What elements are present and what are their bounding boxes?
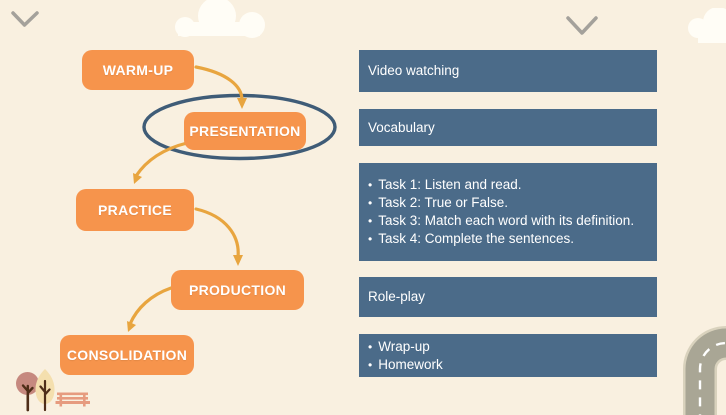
detail-box-tasks: • Task 1: Listen and read. • Task 2: True … bbox=[359, 163, 657, 261]
flow-arrowhead-1 bbox=[237, 98, 247, 109]
stage-practice: PRACTICE bbox=[76, 189, 194, 231]
detail-line: Video watching bbox=[368, 63, 460, 78]
task-1-text: Task 1: Listen and read. bbox=[378, 177, 522, 192]
task-2-text: Task 2: True or False. bbox=[378, 195, 509, 210]
detail-line: Vocabulary bbox=[368, 119, 435, 135]
cloud-icon bbox=[175, 0, 265, 38]
stage-presentation: PRESENTATION bbox=[184, 112, 306, 150]
detail-line: • Homework bbox=[368, 356, 651, 374]
stage-warm-up: WARM-UP bbox=[82, 50, 194, 90]
flow-arrowhead-4 bbox=[127, 321, 136, 332]
detail-box-video-watching: Video watching bbox=[359, 50, 657, 92]
bullet-icon: • bbox=[368, 178, 373, 192]
flow-arrow-4 bbox=[128, 286, 173, 326]
tree-round-icon bbox=[16, 372, 39, 412]
flow-arrow-1 bbox=[194, 65, 244, 102]
wrap-up-text: Wrap-up bbox=[378, 338, 430, 354]
bullet-icon: • bbox=[368, 339, 373, 354]
flow-arrow-3 bbox=[194, 207, 240, 259]
road-dashed-line bbox=[698, 341, 726, 415]
flow-arrowhead-3 bbox=[233, 255, 243, 266]
flow-arrowhead-2 bbox=[133, 173, 142, 184]
detail-line: • Task 3: Match each word with its defini… bbox=[368, 212, 651, 230]
stage-consolidation: CONSOLIDATION bbox=[60, 335, 194, 375]
bullet-icon: • bbox=[368, 196, 373, 210]
cloud-icon bbox=[688, 8, 726, 43]
chevron-down-icon bbox=[11, 11, 39, 27]
detail-line: • Task 4: Complete the sentences. bbox=[368, 230, 651, 248]
detail-line: • Task 2: True or False. bbox=[368, 194, 651, 212]
bullet-icon: • bbox=[368, 357, 373, 372]
detail-line: Role-play bbox=[368, 289, 426, 304]
bullet-icon: • bbox=[368, 232, 373, 246]
task-4-text: Task 4: Complete the sentences. bbox=[378, 231, 575, 246]
flow-arrow-2 bbox=[134, 141, 189, 178]
detail-box-vocabulary: Vocabulary bbox=[359, 109, 657, 146]
task-3-text: Task 3: Match each word with its definit… bbox=[378, 213, 635, 228]
detail-line: • Task 1: Listen and read. bbox=[368, 176, 651, 194]
homework-text: Homework bbox=[378, 356, 443, 372]
detail-box-role-play: Role-play bbox=[359, 277, 657, 317]
detail-box-wrap-up: • Wrap-up • Homework bbox=[359, 334, 657, 377]
stage-production: PRODUCTION bbox=[171, 270, 304, 310]
tree-leaf-icon bbox=[35, 369, 55, 412]
detail-line: • Wrap-up bbox=[368, 338, 651, 356]
bullet-icon: • bbox=[368, 214, 373, 228]
bench-icon bbox=[55, 392, 90, 407]
chevron-down-icon bbox=[566, 16, 598, 35]
road-decoration bbox=[683, 326, 726, 415]
